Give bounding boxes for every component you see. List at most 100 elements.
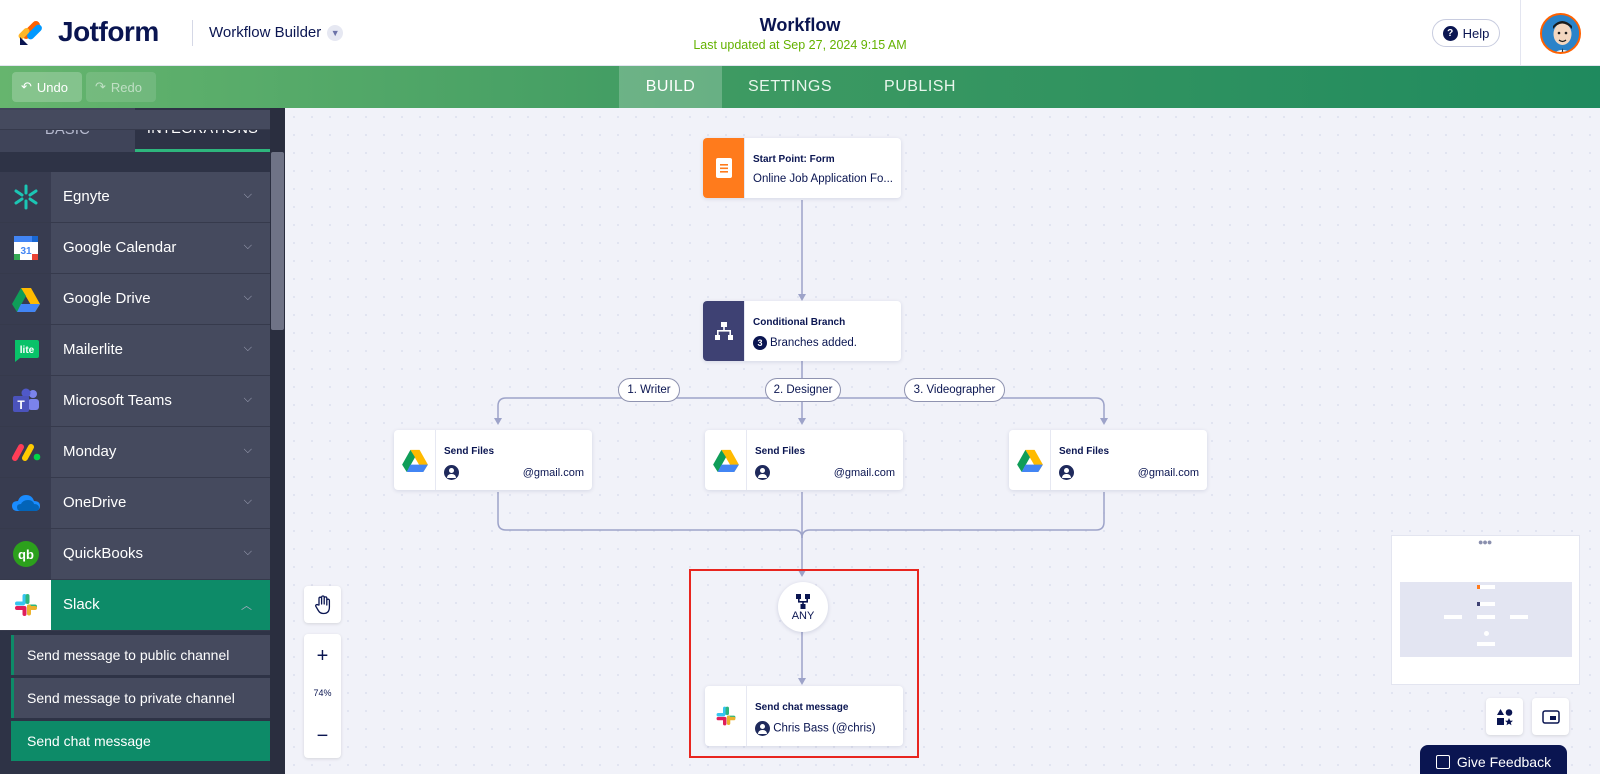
sidebar-item-label: Google Drive — [63, 290, 151, 307]
svg-text:31: 31 — [20, 246, 32, 257]
sidebar-item-slack[interactable]: Slack ︿ — [0, 580, 270, 631]
hand-tool-button[interactable] — [304, 586, 341, 623]
chevron-down-icon: ⌵ — [243, 546, 252, 558]
sidebar-item-monday[interactable]: Monday ⌵ — [0, 427, 270, 478]
elements-sidebar: BASIC INTEGRATIONS Egnyte ⌵ 31 Google Ca… — [0, 108, 285, 774]
sidebar-item-partial[interactable] — [0, 110, 270, 130]
zoom-out-button[interactable]: − — [316, 724, 329, 747]
zoom-in-button[interactable]: + — [316, 644, 329, 667]
svg-text:lite: lite — [19, 345, 34, 356]
feedback-icon — [1435, 754, 1450, 769]
slack-recipient-row: Chris Bass (@chris) — [755, 721, 876, 736]
minimap-toggle-button[interactable] — [1532, 698, 1569, 735]
send-files-node-writer[interactable]: Send Files @gmail.com — [394, 430, 592, 490]
tab-build[interactable]: BUILD — [619, 66, 722, 108]
feedback-label: Give Feedback — [1456, 753, 1552, 770]
sidebar-item-label: OneDrive — [63, 494, 127, 511]
user-avatar[interactable] — [1540, 13, 1581, 54]
monday-icon — [0, 427, 51, 477]
microsoft-teams-icon: T — [0, 376, 51, 426]
sidebar-item-label: Microsoft Teams — [63, 392, 172, 409]
google-drive-icon — [1009, 430, 1051, 490]
branch-label-writer[interactable]: 1. Writer — [618, 378, 680, 402]
minimap-handle-icon[interactable]: ●●● — [1478, 537, 1492, 547]
tab-publish[interactable]: PUBLISH — [884, 78, 956, 95]
redo-button[interactable]: ↷ Redo — [86, 72, 156, 102]
google-drive-icon — [394, 430, 436, 490]
send-files-node-designer[interactable]: Send Files @gmail.com — [705, 430, 903, 490]
builder-title: Workflow Builder — [209, 24, 322, 41]
start-point-node[interactable]: Start Point: Form Online Job Application… — [703, 138, 901, 198]
slack-recipient: Chris Bass (@chris) — [773, 722, 876, 735]
chevron-down-icon: ⌵ — [243, 393, 252, 405]
branch-count-badge: 3 — [753, 336, 767, 350]
tab-settings[interactable]: SETTINGS — [747, 78, 832, 95]
svg-text:T: T — [17, 398, 25, 412]
sidebar-item-google-calendar[interactable]: 31 Google Calendar ⌵ — [0, 223, 270, 274]
help-label: Help — [1462, 25, 1490, 41]
send-files-node-videographer[interactable]: Send Files @gmail.com — [1009, 430, 1207, 490]
action-send-chat-message[interactable]: Send chat message — [11, 721, 270, 761]
header-divider — [192, 20, 193, 46]
any-merge-node[interactable]: ANY — [778, 582, 828, 632]
sidebar-item-microsoft-teams[interactable]: T Microsoft Teams ⌵ — [0, 376, 270, 427]
help-icon: ? — [1442, 25, 1458, 41]
sidebar-item-label: QuickBooks — [63, 545, 144, 562]
redo-label: Redo — [110, 79, 142, 95]
branch-label-designer[interactable]: 2. Designer — [765, 378, 841, 402]
quickbooks-icon: qb — [0, 529, 51, 579]
mailerlite-icon: lite — [0, 325, 51, 375]
jotform-logo[interactable]: Jotform — [18, 16, 159, 48]
node-subtitle: Branches added. — [770, 337, 857, 350]
chevron-down-icon: ⌵ — [243, 240, 252, 252]
branch-label-videographer[interactable]: 3. Videographer — [904, 378, 1005, 402]
undo-label: Undo — [36, 79, 68, 95]
slack-icon — [705, 686, 747, 746]
logo-text: Jotform — [58, 16, 159, 47]
builder-navbar: ↶ Undo ↷ Redo BUILD SETTINGS PUBLISH — [0, 66, 1600, 108]
action-send-public-channel[interactable]: Send message to public channel — [11, 635, 270, 675]
sidebar-item-quickbooks[interactable]: qb QuickBooks ⌵ — [0, 529, 270, 580]
sidebar-item-label: Monday — [63, 443, 117, 460]
slack-icon — [0, 580, 51, 630]
sidebar-item-onedrive[interactable]: OneDrive ⌵ — [0, 478, 270, 529]
user-icon — [755, 721, 770, 736]
shapes-icon — [1496, 708, 1513, 725]
sidebar-scrollbar-thumb[interactable] — [271, 152, 284, 330]
chevron-up-icon: ︿ — [241, 600, 252, 612]
give-feedback-button[interactable]: Give Feedback — [1420, 745, 1567, 774]
undo-button[interactable]: ↶ Undo — [12, 72, 82, 102]
minimap[interactable]: ●●● — [1391, 535, 1580, 685]
workflow-canvas[interactable]: Start Point: Form Online Job Application… — [285, 108, 1600, 774]
undo-icon: ↶ — [21, 79, 32, 94]
google-drive-icon — [0, 274, 51, 324]
shapes-tool-button[interactable] — [1486, 698, 1523, 735]
sidebar-item-egnyte[interactable]: Egnyte ⌵ — [0, 172, 270, 223]
chevron-down-icon: ⌵ — [243, 189, 252, 201]
builder-selector[interactable]: Workflow Builder ▼ — [209, 24, 344, 41]
sidebar-item-label: Egnyte — [63, 188, 110, 205]
recipient-user-icon — [444, 465, 459, 480]
sidebar-item-mailerlite[interactable]: lite Mailerlite ⌵ — [0, 325, 270, 376]
sidebar-item-label: Slack — [63, 596, 100, 613]
minimap-viewport[interactable] — [1400, 582, 1572, 657]
node-title: Send Files — [1059, 446, 1110, 457]
form-icon — [703, 138, 745, 198]
zoom-level: 74% — [313, 688, 332, 698]
node-subtitle: Online Job Application Fo... — [753, 173, 893, 185]
jotform-logo-icon — [18, 17, 46, 47]
top-header: Jotform Workflow Builder ▼ Workflow Last… — [0, 0, 1600, 66]
action-send-private-channel[interactable]: Send message to private channel — [11, 678, 270, 718]
google-calendar-icon: 31 — [0, 223, 51, 273]
sidebar-item-google-drive[interactable]: Google Drive ⌵ — [0, 274, 270, 325]
avatar-divider — [1520, 0, 1521, 66]
connection-lines — [494, 200, 1108, 685]
send-chat-message-node[interactable]: Send chat message Chris Bass (@chris) — [705, 686, 903, 746]
chevron-down-icon: ▼ — [327, 24, 344, 41]
egnyte-icon — [0, 172, 51, 222]
google-drive-icon — [705, 430, 747, 490]
node-title: Send Files — [444, 446, 495, 457]
chevron-down-icon: ⌵ — [243, 342, 252, 354]
help-button[interactable]: ? Help — [1432, 19, 1500, 47]
